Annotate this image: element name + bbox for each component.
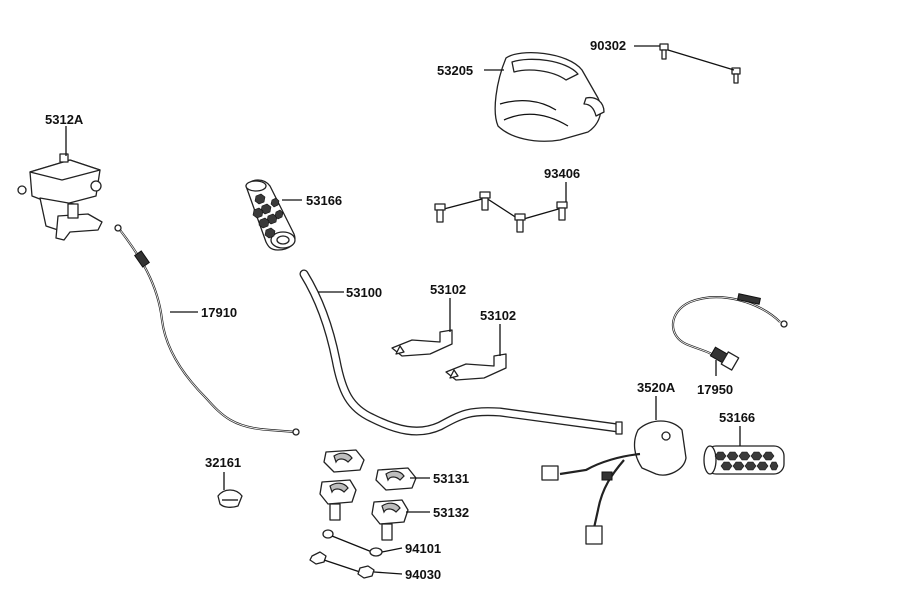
upper-holder-53131 <box>323 449 417 491</box>
label-53132: 53132 <box>433 505 469 520</box>
handlebar-switch-3520A <box>541 420 687 545</box>
label-5312A: 5312A <box>45 112 84 127</box>
leader-lines <box>65 45 741 575</box>
label-53100: 53100 <box>346 285 382 300</box>
label-17910: 17910 <box>201 305 237 320</box>
grip-right-53166 <box>703 445 785 475</box>
brake-cable-17910 <box>114 224 300 436</box>
meter-cover-53205 <box>494 52 605 142</box>
label-53131: 53131 <box>433 471 469 486</box>
washer-94101 <box>322 529 383 557</box>
handlebar-53100 <box>299 269 623 436</box>
label-53205: 53205 <box>437 63 473 78</box>
label-93406: 93406 <box>544 166 580 181</box>
label-53166-right: 53166 <box>719 410 755 425</box>
label-94030: 94030 <box>405 567 441 582</box>
label-3520A: 3520A <box>637 380 676 395</box>
throttle-cable-17950 <box>671 293 788 371</box>
grip-left-53166 <box>245 179 296 251</box>
bracket-53102-a <box>391 329 453 357</box>
bracket-53102-b <box>445 353 507 381</box>
label-53102-a: 53102 <box>430 282 466 297</box>
master-cylinder-5312A <box>17 153 103 241</box>
label-94101: 94101 <box>405 541 441 556</box>
screw-set-90302 <box>659 43 741 84</box>
bolt-set-93406 <box>434 191 568 233</box>
label-90302: 90302 <box>590 38 626 53</box>
label-17950: 17950 <box>697 382 733 397</box>
label-53102-b: 53102 <box>480 308 516 323</box>
lower-holder-53132 <box>319 479 409 541</box>
label-32161: 32161 <box>205 455 241 470</box>
cap-32161 <box>217 489 243 508</box>
label-53166-left: 53166 <box>306 193 342 208</box>
part-labels: 90302 53205 5312A 53166 93406 53100 1791… <box>45 38 755 582</box>
nut-94030 <box>309 551 375 579</box>
